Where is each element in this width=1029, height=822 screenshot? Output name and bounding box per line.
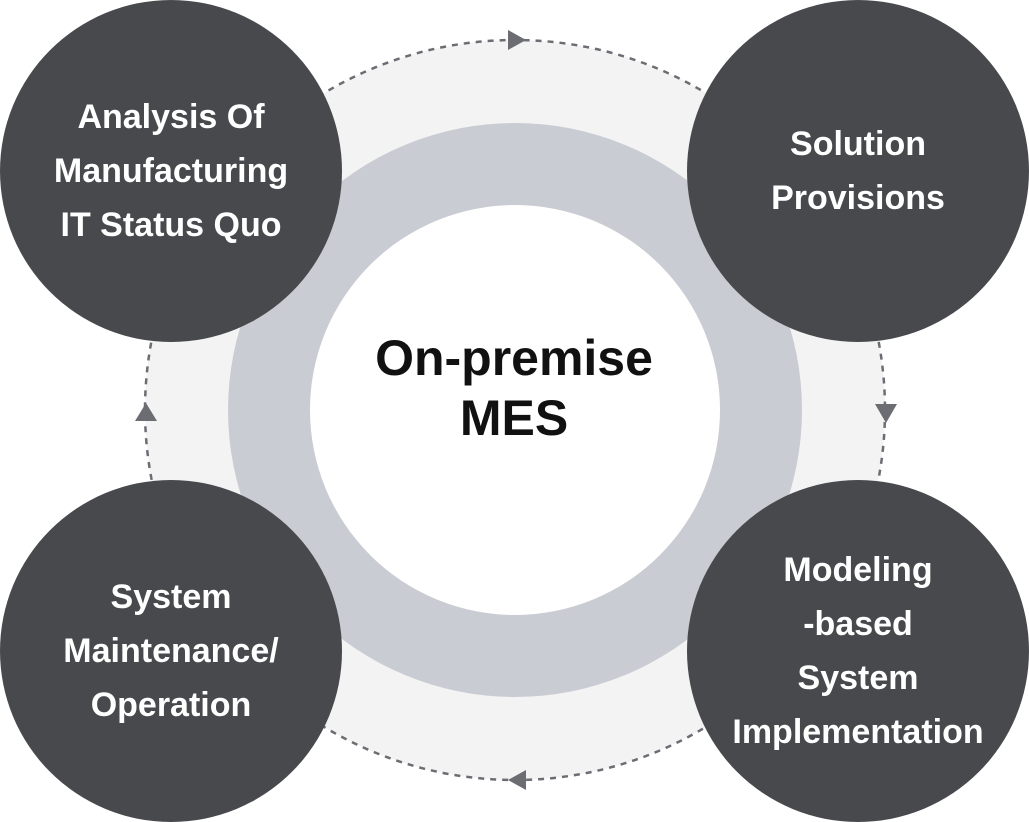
step-implementation-line-3: System: [797, 659, 919, 697]
arrow-up-icon: [135, 403, 157, 421]
step-analysis-line-3: IT Status Quo: [60, 206, 282, 244]
arrow-left-icon: [508, 770, 526, 790]
step-analysis-line-1: Analysis Of: [77, 98, 265, 136]
step-analysis-node: Analysis Of Manufacturing IT Status Quo: [0, 0, 342, 342]
center-circle: [310, 205, 720, 615]
center-title-line-1: On-premise: [375, 330, 653, 386]
step-implementation-line-2: -based: [803, 605, 913, 643]
step-implementation-node: Modeling -based System Implementation: [687, 480, 1029, 822]
step-maintenance-node: System Maintenance/ Operation: [0, 480, 342, 822]
step-implementation-line-4: Implementation: [732, 713, 984, 751]
step-solution-node: Solution Provisions: [687, 0, 1029, 342]
step-maintenance-line-2: Maintenance/: [63, 632, 279, 670]
step-maintenance-line-3: Operation: [90, 686, 252, 724]
arrow-right-icon: [508, 30, 526, 50]
step-analysis-line-2: Manufacturing: [53, 152, 289, 190]
center-title: On-premise MES: [314, 328, 714, 448]
step-maintenance-line-1: System: [110, 578, 232, 616]
step-implementation-line-1: Modeling: [783, 551, 933, 589]
step-solution-line-2: Provisions: [771, 179, 945, 217]
step-solution-line-1: Solution: [790, 125, 926, 163]
center-title-line-2: MES: [459, 390, 569, 446]
arrow-down-icon: [875, 404, 897, 423]
